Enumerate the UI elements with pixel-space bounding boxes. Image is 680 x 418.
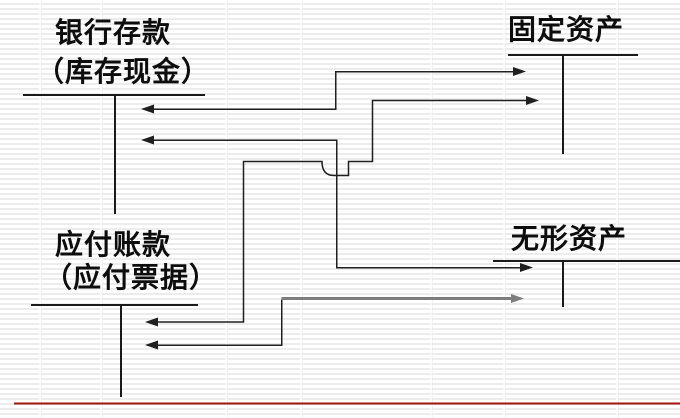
- background-seam: [100, 0, 103, 418]
- arrowhead-into-payable-2: [145, 340, 158, 350]
- background-seam: [430, 0, 433, 418]
- account-title-bank: 银行存款: [55, 16, 172, 49]
- account-title-fixed-assets: 固定资产: [508, 13, 625, 46]
- arrowhead-into-intangible-2: [511, 294, 524, 303]
- background-seam: [616, 0, 619, 418]
- connector-bank-intangible: [154, 139, 521, 269]
- arrowhead-into-bank-2: [141, 135, 154, 145]
- arrowhead-into-fixed-1: [513, 67, 526, 76]
- background-seam: [39, 0, 42, 418]
- arrowhead-into-fixed-2: [526, 96, 539, 105]
- connector-payable-fixed: [158, 99, 527, 323]
- account-title-accounts-payable: 应付账款: [55, 228, 172, 261]
- background-seam: [503, 0, 506, 418]
- connector-bank-fixed: [154, 70, 514, 110]
- account-subtitle-accounts-payable: （应付票据）: [44, 261, 219, 294]
- arrowhead-into-payable-1: [145, 317, 158, 327]
- connector-payable-intangible-black-part: [158, 299, 283, 346]
- background-seam: [225, 0, 228, 418]
- account-title-intangible-assets: 无形资产: [511, 222, 628, 255]
- background-seam: [300, 0, 303, 418]
- arrowhead-into-intangible-1: [520, 263, 533, 272]
- arrowhead-into-bank-1: [141, 104, 154, 114]
- account-subtitle-bank: （库存现金）: [36, 55, 211, 88]
